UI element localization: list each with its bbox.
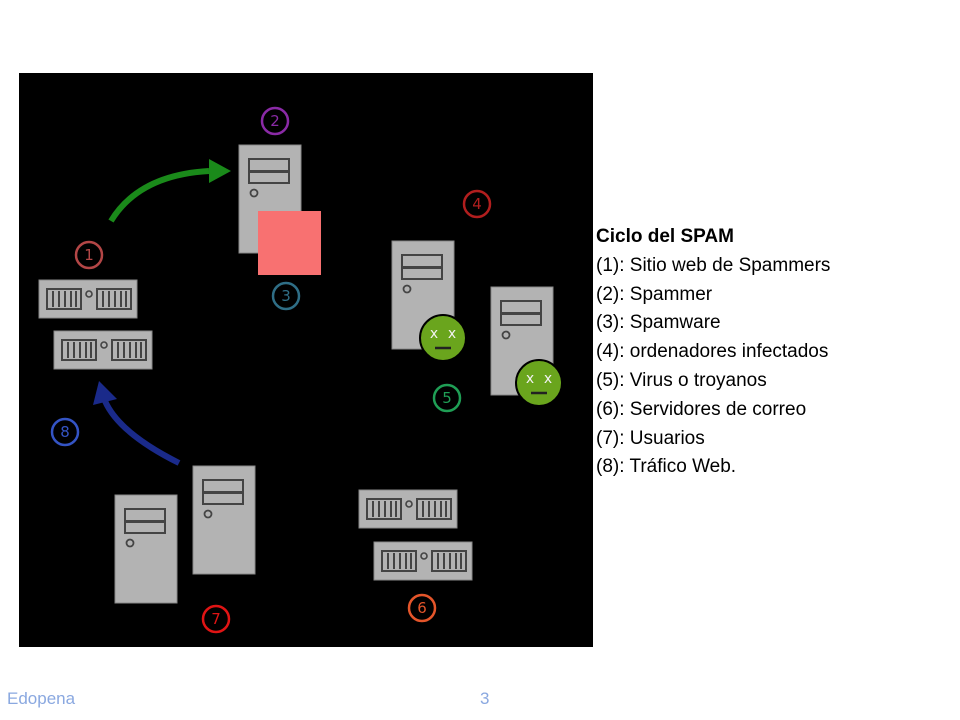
legend-key: (6): <box>596 398 625 420</box>
badge-7: 7 <box>201 604 231 634</box>
legend-key: (7): <box>596 427 625 449</box>
legend-text: Spammer <box>629 283 713 305</box>
legend-item: (4): ordenadores infectados <box>596 338 916 367</box>
legend-text: Servidores de correo <box>629 398 807 420</box>
badge-4: 4 <box>462 189 492 219</box>
virus-face-icon <box>514 358 564 408</box>
spamware-box <box>258 211 321 275</box>
legend-key: (8): <box>596 456 625 478</box>
legend-text: ordenadores infectados <box>629 341 829 363</box>
svg-text:4: 4 <box>472 195 482 213</box>
rack-server-icon <box>38 279 138 319</box>
badge-2: 2 <box>260 106 290 136</box>
legend-text: Sitio web de Spammers <box>629 254 831 276</box>
page-number: 3 <box>480 689 490 708</box>
badge-1: 1 <box>74 240 104 270</box>
spam-cycle-diagram: x x 1 2 3 <box>19 73 593 647</box>
svg-text:2: 2 <box>270 112 280 130</box>
legend-key: (5): <box>596 369 625 391</box>
user-computer-icon <box>192 465 256 575</box>
legend-key: (3): <box>596 312 625 334</box>
badge-5: 5 <box>432 383 462 413</box>
green-arrow-icon <box>108 159 231 223</box>
svg-text:8: 8 <box>60 423 70 441</box>
rack-server-icon <box>373 541 473 581</box>
legend-item: (7): Usuarios <box>596 425 916 454</box>
rack-server-icon <box>358 489 458 529</box>
svg-text:7: 7 <box>211 610 221 628</box>
legend: Ciclo del SPAM (1): Sitio web de Spammer… <box>596 223 916 482</box>
blue-arrow-icon <box>93 381 181 466</box>
legend-item: (3): Spamware <box>596 309 916 338</box>
badge-3: 3 <box>271 281 301 311</box>
legend-item: (1): Sitio web de Spammers <box>596 252 916 281</box>
legend-item: (6): Servidores de correo <box>596 396 916 425</box>
footer-author: Edopena <box>7 689 76 708</box>
legend-title: Ciclo del SPAM <box>596 226 734 247</box>
legend-item: (5): Virus o troyanos <box>596 367 916 396</box>
svg-text:5: 5 <box>442 389 452 407</box>
svg-text:1: 1 <box>84 246 94 264</box>
legend-text: Spamware <box>629 312 721 334</box>
badge-8: 8 <box>50 417 80 447</box>
badge-6: 6 <box>407 593 437 623</box>
legend-key: (4): <box>596 341 625 363</box>
mail-servers <box>358 489 473 581</box>
legend-key: (2): <box>596 283 625 305</box>
legend-text: Usuarios <box>629 427 705 449</box>
legend-key: (1): <box>596 254 625 276</box>
legend-item: (2): Spammer <box>596 281 916 310</box>
svg-text:3: 3 <box>281 287 291 305</box>
spammer-website-servers <box>38 279 153 370</box>
virus-face-icon <box>418 313 468 363</box>
legend-text: Virus o troyanos <box>629 369 767 391</box>
legend-text: Tráfico Web. <box>629 456 737 478</box>
rack-server-icon <box>53 330 153 370</box>
svg-text:6: 6 <box>417 599 427 617</box>
user-computer-icon <box>114 494 178 604</box>
legend-item: (8): Tráfico Web. <box>596 453 916 482</box>
